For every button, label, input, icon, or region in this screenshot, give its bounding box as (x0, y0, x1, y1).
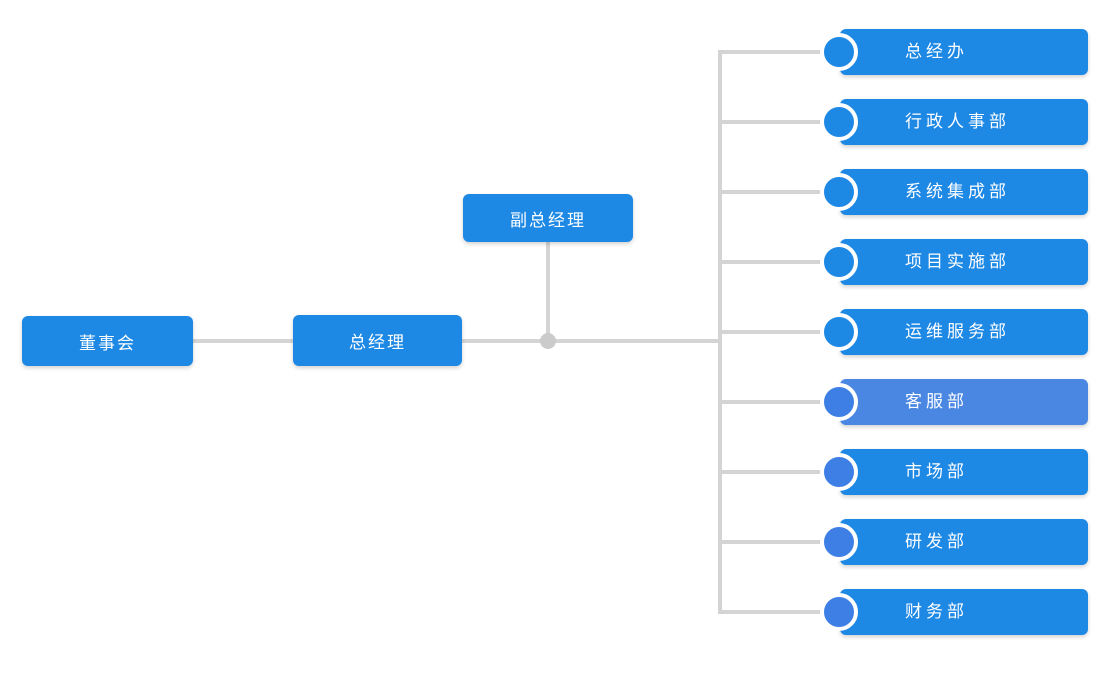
dept-node-circle[interactable] (820, 103, 858, 141)
dept-node-circle[interactable] (820, 33, 858, 71)
dept-row-xiangmushishi: 项目实施部 (720, 239, 1108, 285)
dept-row-kefu-highlighted: 客服部 (720, 379, 1108, 425)
connector-deputy-stem (546, 240, 550, 341)
dept-row-zongjingban: 总经办 (720, 29, 1108, 75)
dept-row-yunweifuwu: 运维服务部 (720, 309, 1108, 355)
dept-row-xingzhengrenshi: 行政人事部 (720, 99, 1108, 145)
dept-bar[interactable]: 总经办 (840, 29, 1088, 75)
dept-bar[interactable]: 项目实施部 (840, 239, 1088, 285)
dept-bar[interactable]: 行政人事部 (840, 99, 1088, 145)
dept-row-shichang: 市场部 (720, 449, 1108, 495)
node-deputy-general-manager[interactable]: 副总经理 (463, 194, 633, 242)
dept-row-caiwu: 财务部 (720, 589, 1108, 635)
dept-node-circle[interactable] (820, 383, 858, 421)
dept-node-circle[interactable] (820, 313, 858, 351)
dept-bar[interactable]: 财务部 (840, 589, 1088, 635)
dept-bar[interactable]: 运维服务部 (840, 309, 1088, 355)
dept-node-circle[interactable] (820, 593, 858, 631)
dept-node-circle[interactable] (820, 243, 858, 281)
dept-node-circle[interactable] (820, 523, 858, 561)
dept-bar[interactable]: 系统集成部 (840, 169, 1088, 215)
dept-row-yanfa: 研发部 (720, 519, 1108, 565)
node-general-manager[interactable]: 总经理 (293, 315, 462, 366)
dept-node-circle[interactable] (820, 173, 858, 211)
connector-junction-dot (540, 333, 556, 349)
dept-bar-highlighted[interactable]: 客服部 (840, 379, 1088, 425)
dept-row-xitongjicheng: 系统集成部 (720, 169, 1108, 215)
node-board-of-directors[interactable]: 董事会 (22, 316, 193, 366)
dept-bar[interactable]: 市场部 (840, 449, 1088, 495)
dept-node-circle[interactable] (820, 453, 858, 491)
dept-bar[interactable]: 研发部 (840, 519, 1088, 565)
